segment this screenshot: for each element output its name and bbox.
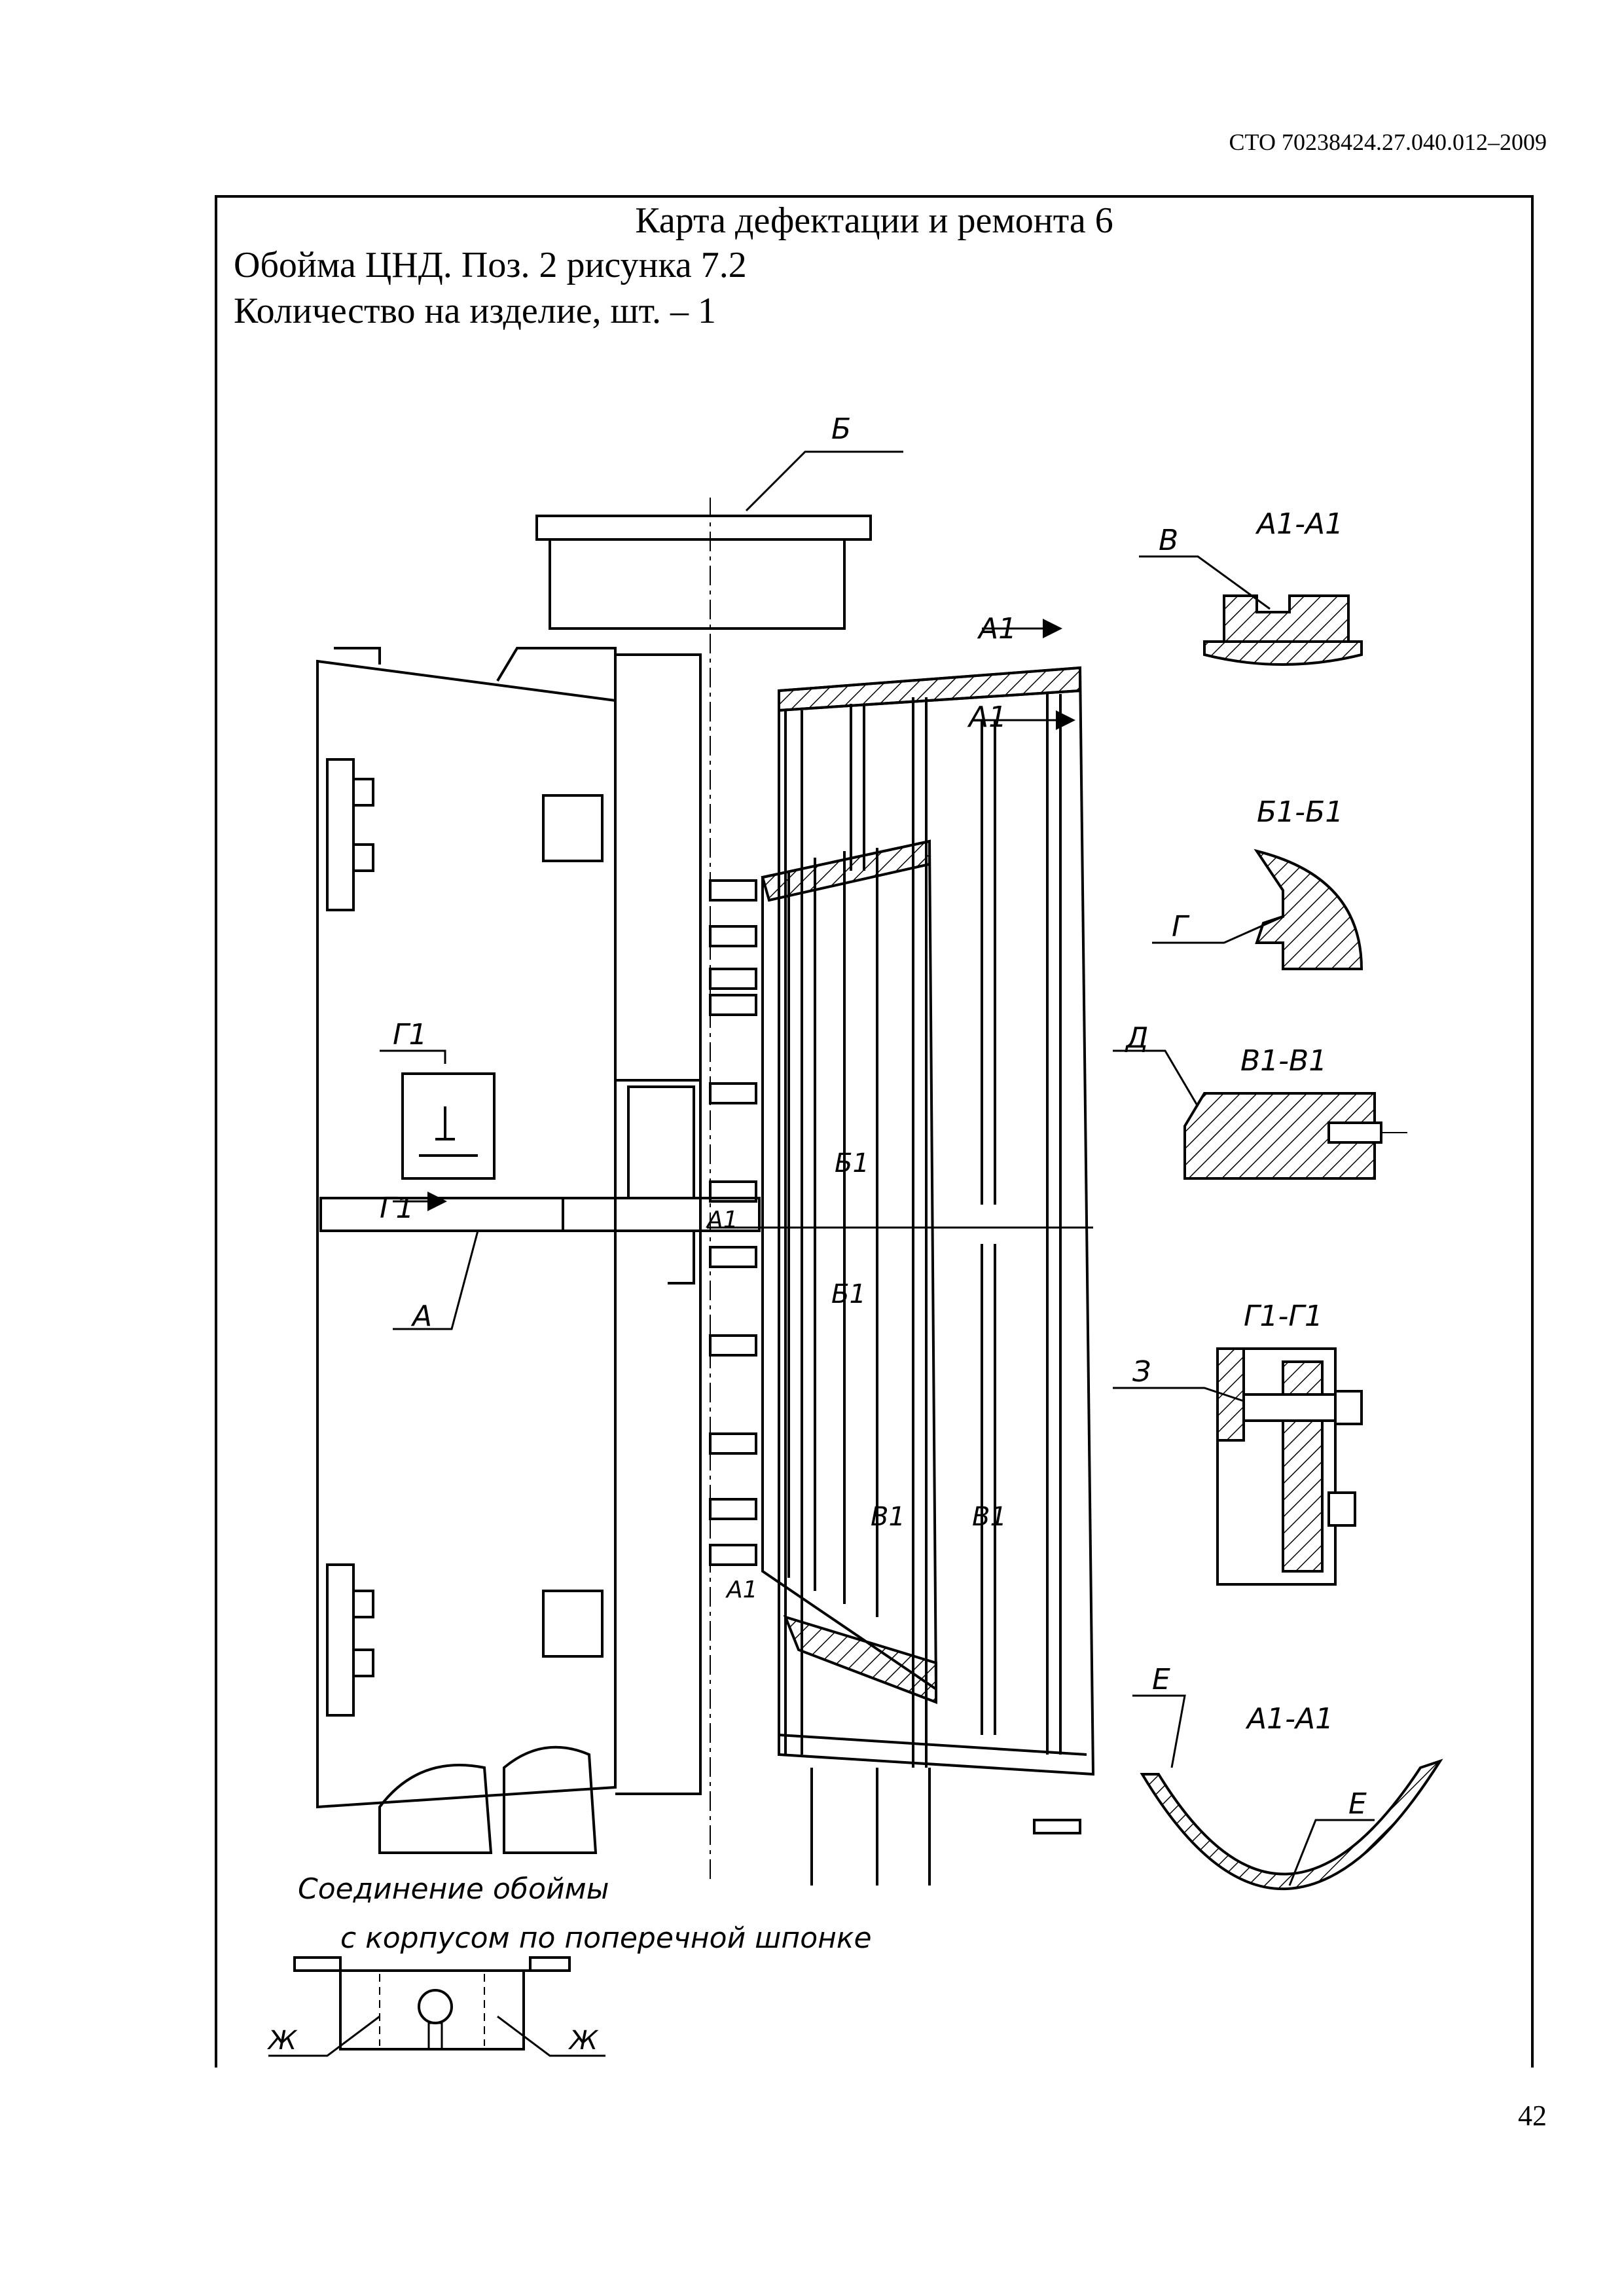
section-3-title: В1-В1 bbox=[1240, 1044, 1327, 1078]
label-a1-bottom: А1 bbox=[725, 1576, 758, 1603]
label-v1-right: В1 bbox=[972, 1502, 1007, 1532]
section-1-label: В bbox=[1159, 524, 1178, 557]
section-a1-a1-bottom: А1-А1 Е Е bbox=[1132, 1663, 1443, 1890]
label-b1-lower: Б1 bbox=[831, 1279, 866, 1309]
label-g1-lower: Г1 bbox=[380, 1192, 414, 1225]
section-4-title: Г1-Г1 bbox=[1244, 1300, 1323, 1333]
section-5-label-b: Е bbox=[1348, 1787, 1367, 1821]
section-v1-v1: В1-В1 Д bbox=[1113, 1021, 1407, 1180]
card-frame bbox=[215, 195, 1534, 2068]
connection-label-left: Ж bbox=[266, 2026, 298, 2056]
section-a1-a1-top: А1-А1 В bbox=[1139, 507, 1363, 666]
connection-label-right: Ж bbox=[568, 2026, 599, 2056]
label-b1-upper: Б1 bbox=[835, 1148, 869, 1178]
page-number: 42 bbox=[1518, 2100, 1547, 2132]
bracket-lower bbox=[326, 1563, 355, 1717]
card-title: Карта дефектации и ремонта 6 bbox=[635, 200, 1113, 241]
section-4-label: З bbox=[1132, 1355, 1151, 1389]
left-housing bbox=[316, 659, 617, 1809]
main-view bbox=[316, 498, 1095, 1886]
section-g1-g1: Г1-Г1 З bbox=[1113, 1300, 1363, 1586]
section-3-label: Д bbox=[1125, 1021, 1148, 1055]
key-connection-detail: Соединение обоймы с корпусом по поперечн… bbox=[266, 1872, 872, 2057]
label-a1-top: А1 bbox=[977, 612, 1017, 646]
connection-caption-2: с корпусом по поперечной шпонке bbox=[340, 1922, 872, 1955]
label-g1-upper: Г1 bbox=[393, 1018, 427, 1051]
inspection-plate bbox=[401, 1072, 496, 1180]
center-column bbox=[615, 653, 702, 1795]
section-b1-b1: Б1-Б1 Г bbox=[1152, 795, 1363, 970]
section-2-label: Г bbox=[1172, 910, 1190, 943]
section-5-label-a: Е bbox=[1152, 1663, 1170, 1696]
leader-A bbox=[393, 1230, 479, 1330]
label-b-top: Б bbox=[831, 412, 851, 446]
part-name: Обойма ЦНД. Поз. 2 рисунка 7.2 bbox=[234, 245, 747, 285]
section-2-title: Б1-Б1 bbox=[1257, 795, 1343, 829]
quantity-line: Количество на изделие, шт. – 1 bbox=[234, 291, 716, 331]
horizontal-joint bbox=[319, 1197, 761, 1232]
top-flange-body bbox=[549, 539, 846, 630]
label-a: А bbox=[410, 1300, 432, 1333]
section-1-title: А1-А1 bbox=[1255, 507, 1343, 541]
connection-caption-1: Соединение обоймы bbox=[298, 1872, 609, 1906]
section-5-title: А1-А1 bbox=[1245, 1702, 1333, 1736]
label-v1-left: В1 bbox=[871, 1502, 905, 1532]
bolt-row bbox=[709, 879, 757, 1566]
label-a1-mid: А1 bbox=[967, 701, 1007, 734]
label-a1-center: А1 bbox=[706, 1207, 738, 1233]
top-flange bbox=[535, 515, 872, 541]
document-code: СТО 70238424.27.040.012–2009 bbox=[1229, 129, 1547, 155]
leader-B bbox=[745, 450, 903, 512]
bracket-upper bbox=[326, 758, 355, 911]
